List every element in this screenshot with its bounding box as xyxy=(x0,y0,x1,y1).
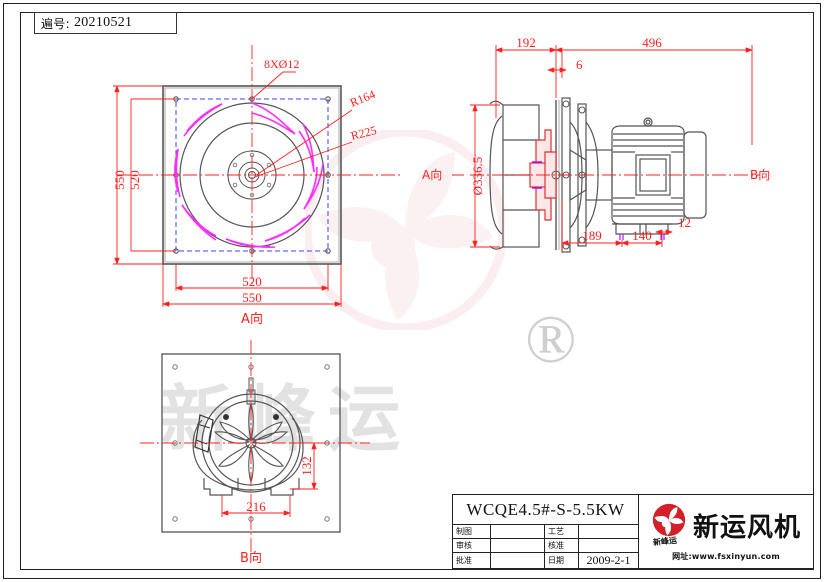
sheet-outer-border xyxy=(3,3,821,579)
dim-front-left-outer: 550 xyxy=(112,170,127,190)
row-value-approved[interactable] xyxy=(579,539,638,552)
drawing-code-box: 遍号: 20210521 xyxy=(34,12,177,34)
company-fan-logo-icon: 新峰运 xyxy=(651,503,687,547)
drawing-code-value: 20210521 xyxy=(73,15,133,30)
dim-side-192: 192 xyxy=(516,35,536,50)
table-row: 批准 日期 2009-2-1 xyxy=(453,553,638,568)
dim-side-496: 496 xyxy=(642,35,662,50)
row-label-authorized: 批准 xyxy=(453,553,491,568)
drawing-code-label: 遍号: xyxy=(41,16,70,31)
dim-front-bottom-outer: 550 xyxy=(242,290,262,305)
company-branding: 新峰运 新运风机 网址:www.fsxinyun.com xyxy=(639,495,813,568)
company-website: 网址:www.fsxinyun.com xyxy=(672,552,780,561)
row-value-drafted[interactable] xyxy=(491,525,545,538)
dim-side-12: 12 xyxy=(678,215,691,230)
title-block-rows: 制图 工艺 审核 核准 批准 日期 2009-2-1 xyxy=(453,525,638,568)
row-value-authorized[interactable] xyxy=(491,553,545,568)
row-label-process: 工艺 xyxy=(545,525,579,538)
view-arrow-label-a: A向 xyxy=(422,167,442,182)
dim-side-diameter: Ø336.5 xyxy=(470,157,485,196)
view-label-a-bottom: A向 xyxy=(241,311,263,327)
dim-front-left-inner: 520 xyxy=(127,170,142,190)
company-sub-name: 新峰运 xyxy=(652,535,678,548)
row-label-drafted: 制图 xyxy=(453,525,491,538)
model-designation: WCQE4.5#-S-5.5KW xyxy=(453,495,638,525)
dim-side-6: 6 xyxy=(576,57,583,72)
row-value-date[interactable]: 2009-2-1 xyxy=(586,553,631,567)
brand-row: 新峰运 新运风机 xyxy=(651,503,801,547)
company-name: 新运风机 xyxy=(692,512,801,543)
table-row: 审核 核准 xyxy=(453,539,638,553)
dim-front-bottom-inner: 520 xyxy=(242,274,262,289)
callout-holes: 8XØ12 xyxy=(264,57,299,71)
callout-r164: R164 xyxy=(348,87,377,110)
dim-side-189: 189 xyxy=(582,228,602,243)
row-value-process[interactable] xyxy=(579,525,638,538)
view-arrow-label-b: B向 xyxy=(750,167,770,182)
row-value-reviewed[interactable] xyxy=(491,539,545,552)
dim-bottom-132: 132 xyxy=(299,456,314,476)
row-label-date: 日期 xyxy=(545,553,579,568)
title-block: WCQE4.5#-S-5.5KW 制图 工艺 审核 核准 批准 日 xyxy=(452,494,814,569)
title-block-left: WCQE4.5#-S-5.5KW 制图 工艺 审核 核准 批准 日 xyxy=(453,495,639,568)
row-label-reviewed: 审核 xyxy=(453,539,491,552)
table-row: 制图 工艺 xyxy=(453,525,638,539)
view-label-b-bottom: B向 xyxy=(240,550,262,566)
callout-r225: R225 xyxy=(349,123,378,143)
row-label-approved: 核准 xyxy=(545,539,579,552)
sheet-inner-border xyxy=(20,12,814,570)
dim-side-140: 140 xyxy=(632,228,652,243)
dim-bottom-216: 216 xyxy=(246,499,266,514)
